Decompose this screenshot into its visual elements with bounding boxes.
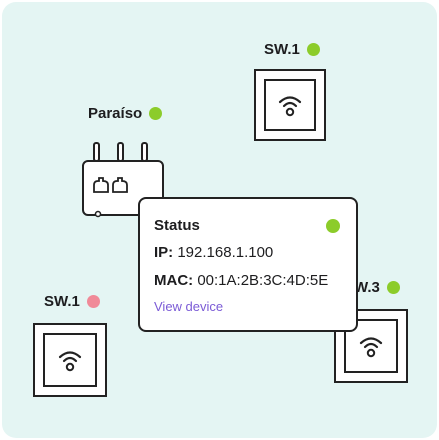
status-online-dot	[306, 43, 320, 56]
router-antennas	[93, 142, 148, 162]
wifi-icon	[58, 351, 82, 372]
switch-face	[43, 333, 97, 387]
device-name: SW.1	[44, 293, 80, 310]
device-name: SW.1	[264, 41, 300, 58]
mac-label: MAC:	[154, 272, 198, 289]
wifi-switch-sw1-top[interactable]	[254, 69, 326, 141]
popup-header: Status	[154, 217, 342, 234]
wifi-switch-sw1-left[interactable]	[33, 323, 107, 397]
ip-label: IP:	[154, 244, 178, 261]
router-foot	[94, 210, 102, 218]
mac-row: MAC: 00:1A:2B:3C:4D:5E	[154, 272, 342, 289]
view-device-link[interactable]: View device	[154, 299, 224, 314]
ip-value: 192.168.1.100	[177, 244, 274, 261]
status-online-dot	[149, 107, 163, 120]
device-label-sw1-left: SW.1	[44, 293, 100, 310]
router-icon	[93, 177, 128, 193]
device-name: Paraíso	[88, 105, 143, 122]
mac-value: 00:1A:2B:3C:4D:5E	[197, 272, 329, 289]
ip-row: IP: 192.168.1.100	[154, 244, 342, 261]
device-label-w3: W.3	[354, 279, 400, 296]
device-status-popup: Status IP: 192.168.1.100 MAC: 00:1A:2B:3…	[138, 197, 358, 332]
device-name: W.3	[354, 279, 380, 296]
device-label-paraiso: Paraíso	[88, 105, 163, 122]
wifi-icon	[359, 337, 383, 358]
wifi-icon	[278, 96, 302, 117]
status-offline-dot	[86, 295, 100, 308]
switch-face	[264, 79, 316, 131]
device-label-sw1-top: SW.1	[264, 41, 320, 58]
link-row: View device	[154, 298, 342, 316]
status-online-dot	[326, 218, 340, 233]
popup-title: Status	[154, 217, 200, 234]
switch-face	[344, 319, 398, 373]
status-online-dot	[386, 281, 400, 294]
